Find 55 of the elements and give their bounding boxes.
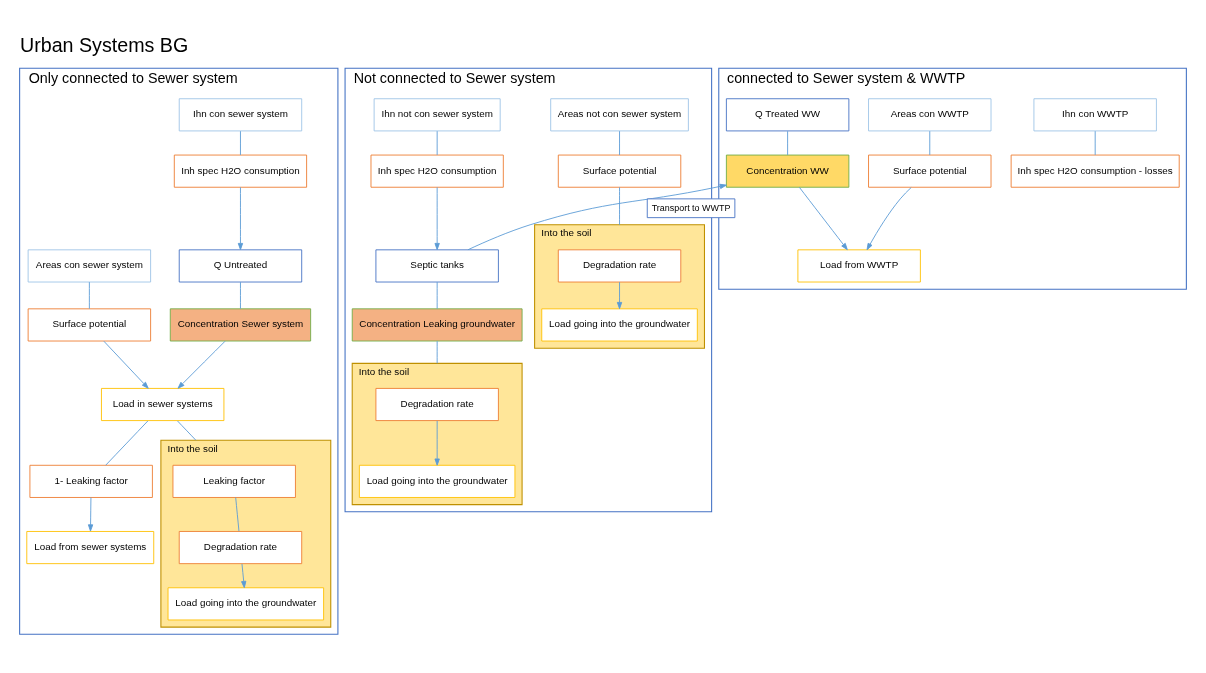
arrow [103, 340, 149, 389]
node-box: Degradation rate [557, 248, 682, 282]
node-box: Q Treated WW [725, 97, 850, 131]
node-box: Ihn con WWTP [1033, 97, 1157, 131]
diagram-title: Urban Systems BG [20, 33, 189, 56]
connector [787, 130, 789, 155]
connector [929, 130, 931, 155]
node-box: Areas con sewer system [27, 248, 152, 282]
node-box: Surface potential [868, 154, 992, 188]
node-box: Concentration Leaking groundwater [351, 307, 523, 341]
node-box: Surface potential [557, 154, 682, 188]
connector [240, 130, 241, 155]
connector [619, 130, 620, 155]
arrow [434, 186, 440, 250]
node-box: Q Untreated [178, 248, 303, 282]
node-box: Septic tanks [375, 248, 499, 282]
node-box: Load from WWTP [797, 248, 921, 282]
arrow [241, 563, 247, 588]
connector [619, 186, 620, 225]
arrow [467, 183, 727, 250]
connector [1094, 130, 1096, 155]
node-box: Ihn not con sewer system [373, 97, 501, 131]
connector [436, 340, 438, 364]
connector [240, 281, 241, 309]
node-box: Load in sewer systems [101, 387, 225, 421]
node-box: Areas not con sewer system [550, 97, 689, 131]
node-box: Load going into the groundwater [358, 464, 516, 498]
arrow [237, 186, 244, 250]
connector [88, 281, 90, 309]
connector [235, 496, 240, 531]
connector [436, 281, 438, 309]
connector [436, 130, 438, 155]
node-box: Concentration WW [725, 154, 850, 188]
arrow [616, 281, 623, 309]
node-box: Inh spec H2O consumption [173, 154, 308, 188]
node-box: Degradation rate [375, 387, 499, 421]
arrow [87, 496, 94, 531]
node-box: Load from sewer systems [26, 530, 155, 564]
arrow [799, 186, 848, 250]
node-box: Load going into the groundwater [167, 586, 325, 620]
connector [177, 420, 197, 441]
node-box: Inh spec H2O consumption - losses [1010, 154, 1180, 188]
node-box: Concentration Sewer system [169, 307, 312, 341]
arrow [434, 420, 440, 466]
node-box: Load going into the groundwater [541, 307, 698, 341]
node-box: Leaking factor [172, 464, 296, 498]
node-box: Surface potential [27, 307, 152, 341]
connector [105, 420, 149, 466]
node-box: Areas con WWTP [868, 97, 992, 131]
arrow [177, 340, 226, 389]
node-box: Degradation rate [178, 530, 303, 564]
arrow [866, 186, 912, 250]
node-box: Inh spec H2O consumption [370, 154, 504, 188]
node-box: 1- Leaking factor [29, 464, 153, 498]
node-box: Ihn con sewer system [178, 97, 303, 131]
